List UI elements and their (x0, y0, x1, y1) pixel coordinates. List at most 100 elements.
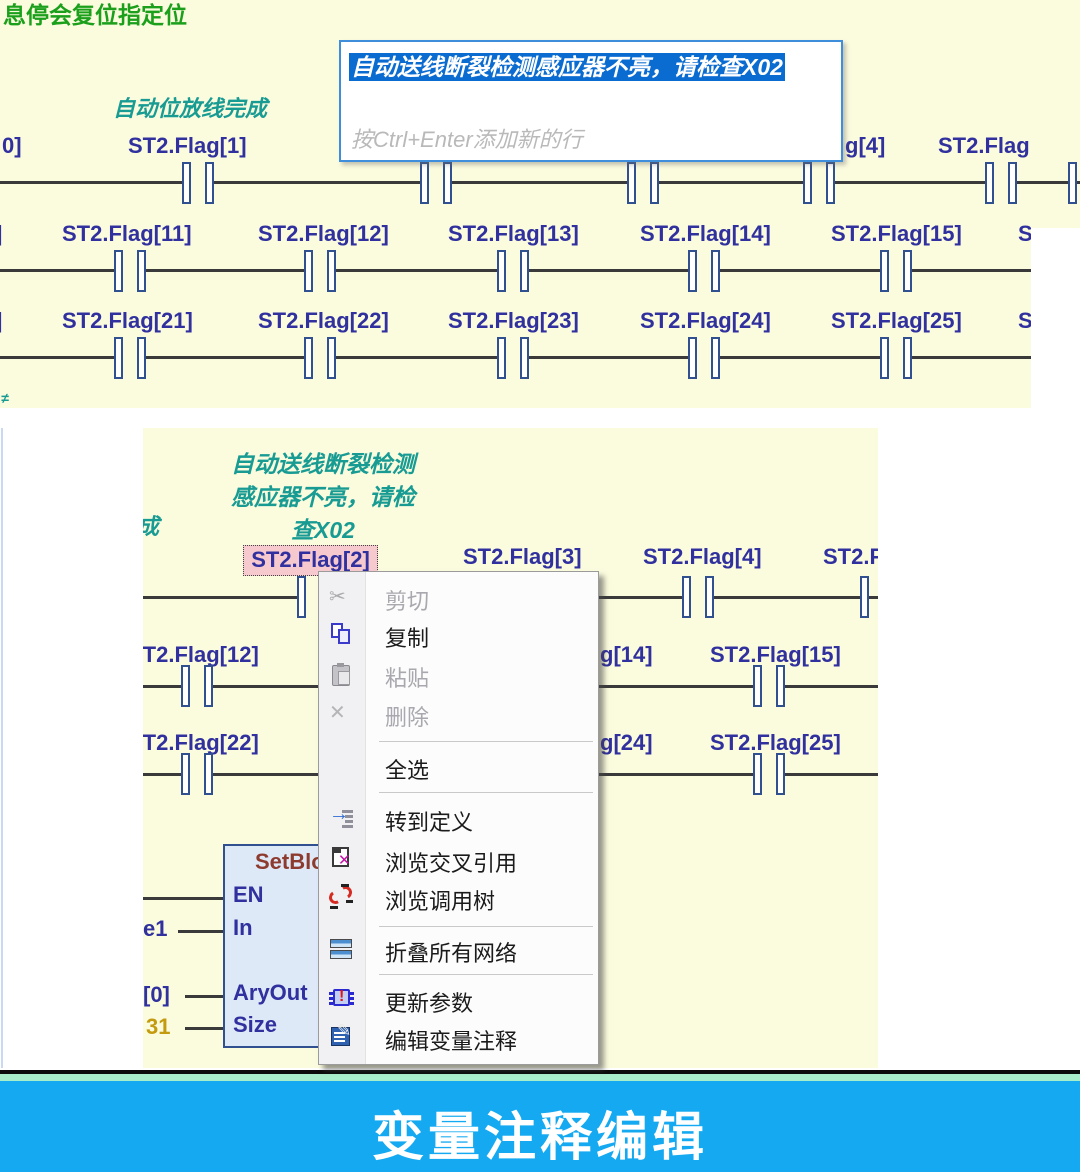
variable-label[interactable]: ST2.Flag[24] (640, 308, 771, 333)
no-contact-icon[interactable] (182, 162, 214, 204)
menu-item-collapse-all-networks[interactable]: 折叠所有网络 (319, 932, 598, 966)
context-menu: ✂ 剪切 复制 粘贴 ✕ 删除 全选 → 转到定义 ✕ 浏览交叉引用 (318, 571, 599, 1065)
cut-icon: ✂ (329, 586, 346, 608)
variable-label[interactable]: ST2.Flag[12] (258, 221, 389, 246)
no-contact-icon[interactable] (753, 665, 785, 707)
variable-label[interactable]: ST2.Flag[25] (831, 308, 962, 333)
variable-label[interactable]: ST2.Flag[14] (640, 221, 771, 246)
menu-item-label: 全选 (385, 758, 430, 783)
variable-label[interactable]: ST2.Flag[22] (143, 730, 259, 755)
pin-wire (185, 995, 223, 998)
input-constant[interactable]: 31 (146, 1014, 171, 1039)
menu-separator (379, 974, 593, 975)
delete-icon: ✕ (329, 702, 346, 724)
clipped-label-fragment: ] (0, 221, 2, 246)
no-contact-icon[interactable] (114, 337, 146, 379)
variable-label[interactable]: ST2.Flag[21] (62, 308, 193, 333)
menu-separator (379, 926, 593, 927)
menu-item-label: 粘贴 (385, 666, 430, 691)
menu-item-update-parameters[interactable]: ! 更新参数 (319, 982, 598, 1016)
divider-strip (0, 1074, 1080, 1081)
comment-line: 感应器不亮，请检 (231, 484, 415, 510)
update-parameters-icon: ! (329, 986, 355, 1012)
variable-label[interactable]: ST2.Flag[13] (448, 221, 579, 246)
clipped-comment-fragment: ≠ (1, 390, 9, 406)
no-contact-icon[interactable] (420, 162, 452, 204)
variable-label[interactable]: S (1018, 221, 1033, 246)
variable-label[interactable]: ST2.Flag[11] (62, 221, 192, 246)
variable-label[interactable]: ST2.Flag[25] (710, 730, 841, 755)
menu-icon-gutter (319, 572, 366, 1064)
panel-edge-line (1, 428, 3, 1068)
no-contact-icon[interactable] (880, 337, 912, 379)
no-contact-icon[interactable] (627, 162, 659, 204)
clipped-comment-fragment: 成 (143, 514, 159, 540)
comment-line: 自动送线断裂检测 (231, 451, 415, 477)
no-contact-icon[interactable] (304, 250, 336, 292)
pin-label-size: Size (233, 1012, 278, 1037)
no-contact-icon[interactable] (860, 576, 869, 618)
no-contact-icon[interactable] (181, 665, 213, 707)
clipped-label-fragment: ] (0, 308, 2, 333)
variable-label[interactable]: g[4] (845, 133, 886, 158)
selected-variable-label[interactable]: ST2.Flag[2] (243, 545, 378, 576)
variable-label[interactable]: 0] (2, 133, 22, 158)
menu-item-cut: ✂ 剪切 (319, 580, 598, 614)
no-contact-icon[interactable] (688, 250, 720, 292)
no-contact-icon[interactable] (114, 250, 146, 292)
variable-comment[interactable]: 自动位放线完成 (113, 96, 268, 121)
no-contact-icon[interactable] (304, 337, 336, 379)
no-contact-icon[interactable] (985, 162, 1017, 204)
menu-item-delete: ✕ 删除 (319, 696, 598, 730)
menu-item-label: 折叠所有网络 (385, 941, 518, 966)
variable-label[interactable]: S (1018, 308, 1033, 333)
copy-icon (329, 622, 355, 648)
variable-label[interactable]: ST2.Flag[1] (128, 133, 247, 158)
input-reference[interactable]: [0] (143, 982, 170, 1007)
menu-item-goto-definition[interactable]: → 转到定义 (319, 801, 598, 835)
no-contact-icon[interactable] (497, 337, 529, 379)
variable-comment[interactable]: 自动送线断裂检测 感应器不亮，请检 查X02 (198, 448, 448, 547)
no-contact-icon[interactable] (181, 753, 213, 795)
variable-label[interactable]: ST2.F (823, 544, 878, 569)
menu-item-browse-call-tree[interactable]: 浏览调用树 (319, 880, 598, 914)
menu-item-edit-variable-comment[interactable]: ✎ 编辑变量注释 (319, 1020, 598, 1054)
input-reference[interactable]: e1 (143, 916, 168, 941)
variable-label[interactable]: ST2.Flag[15] (831, 221, 962, 246)
no-contact-icon[interactable] (880, 250, 912, 292)
menu-item-browse-cross-references[interactable]: ✕ 浏览交叉引用 (319, 842, 598, 876)
menu-item-select-all[interactable]: 全选 (319, 749, 598, 783)
comment-edit-box[interactable]: 自动送线断裂检测感应器不亮，请检查X02 按Ctrl+Enter添加新的行 (339, 40, 843, 162)
no-contact-icon[interactable] (1068, 162, 1077, 204)
no-contact-icon[interactable] (753, 753, 785, 795)
variable-label[interactable]: ST2.Flag[12] (143, 642, 259, 667)
divider-line (0, 1070, 1080, 1074)
menu-item-label: 浏览调用树 (385, 889, 496, 914)
caption-banner: 变量注释编辑 (0, 1081, 1080, 1172)
no-contact-icon[interactable] (688, 337, 720, 379)
variable-label[interactable]: g[14] (600, 642, 653, 667)
paste-icon (329, 662, 355, 688)
menu-item-label: 剪切 (385, 589, 430, 614)
rung-wire (0, 181, 1080, 184)
function-block-title: SetBlo (255, 849, 325, 874)
network-comment: 息停会复位指定位 (3, 2, 187, 28)
variable-label[interactable]: ST2.Flag[3] (463, 544, 582, 569)
collapse-networks-icon (329, 937, 355, 963)
no-contact-icon[interactable] (803, 162, 835, 204)
variable-label[interactable]: ST2.Flag (938, 133, 1030, 158)
pin-wire (143, 897, 223, 900)
variable-label[interactable]: ST2.Flag[22] (258, 308, 389, 333)
variable-label[interactable]: ST2.Flag[15] (710, 642, 841, 667)
variable-label[interactable]: ST2.Flag[4] (643, 544, 762, 569)
menu-item-copy[interactable]: 复制 (319, 617, 598, 651)
variable-label[interactable]: g[24] (600, 730, 653, 755)
selected-comment-text[interactable]: 自动送线断裂检测感应器不亮，请检查X02 (349, 53, 785, 81)
edit-box-placeholder: 按Ctrl+Enter添加新的行 (351, 127, 583, 152)
variable-label[interactable]: ST2.Flag[23] (448, 308, 579, 333)
no-contact-icon[interactable] (497, 250, 529, 292)
no-contact-icon[interactable] (682, 576, 714, 618)
menu-item-label: 编辑变量注释 (385, 1029, 518, 1054)
panel-clip-region (1031, 228, 1080, 408)
